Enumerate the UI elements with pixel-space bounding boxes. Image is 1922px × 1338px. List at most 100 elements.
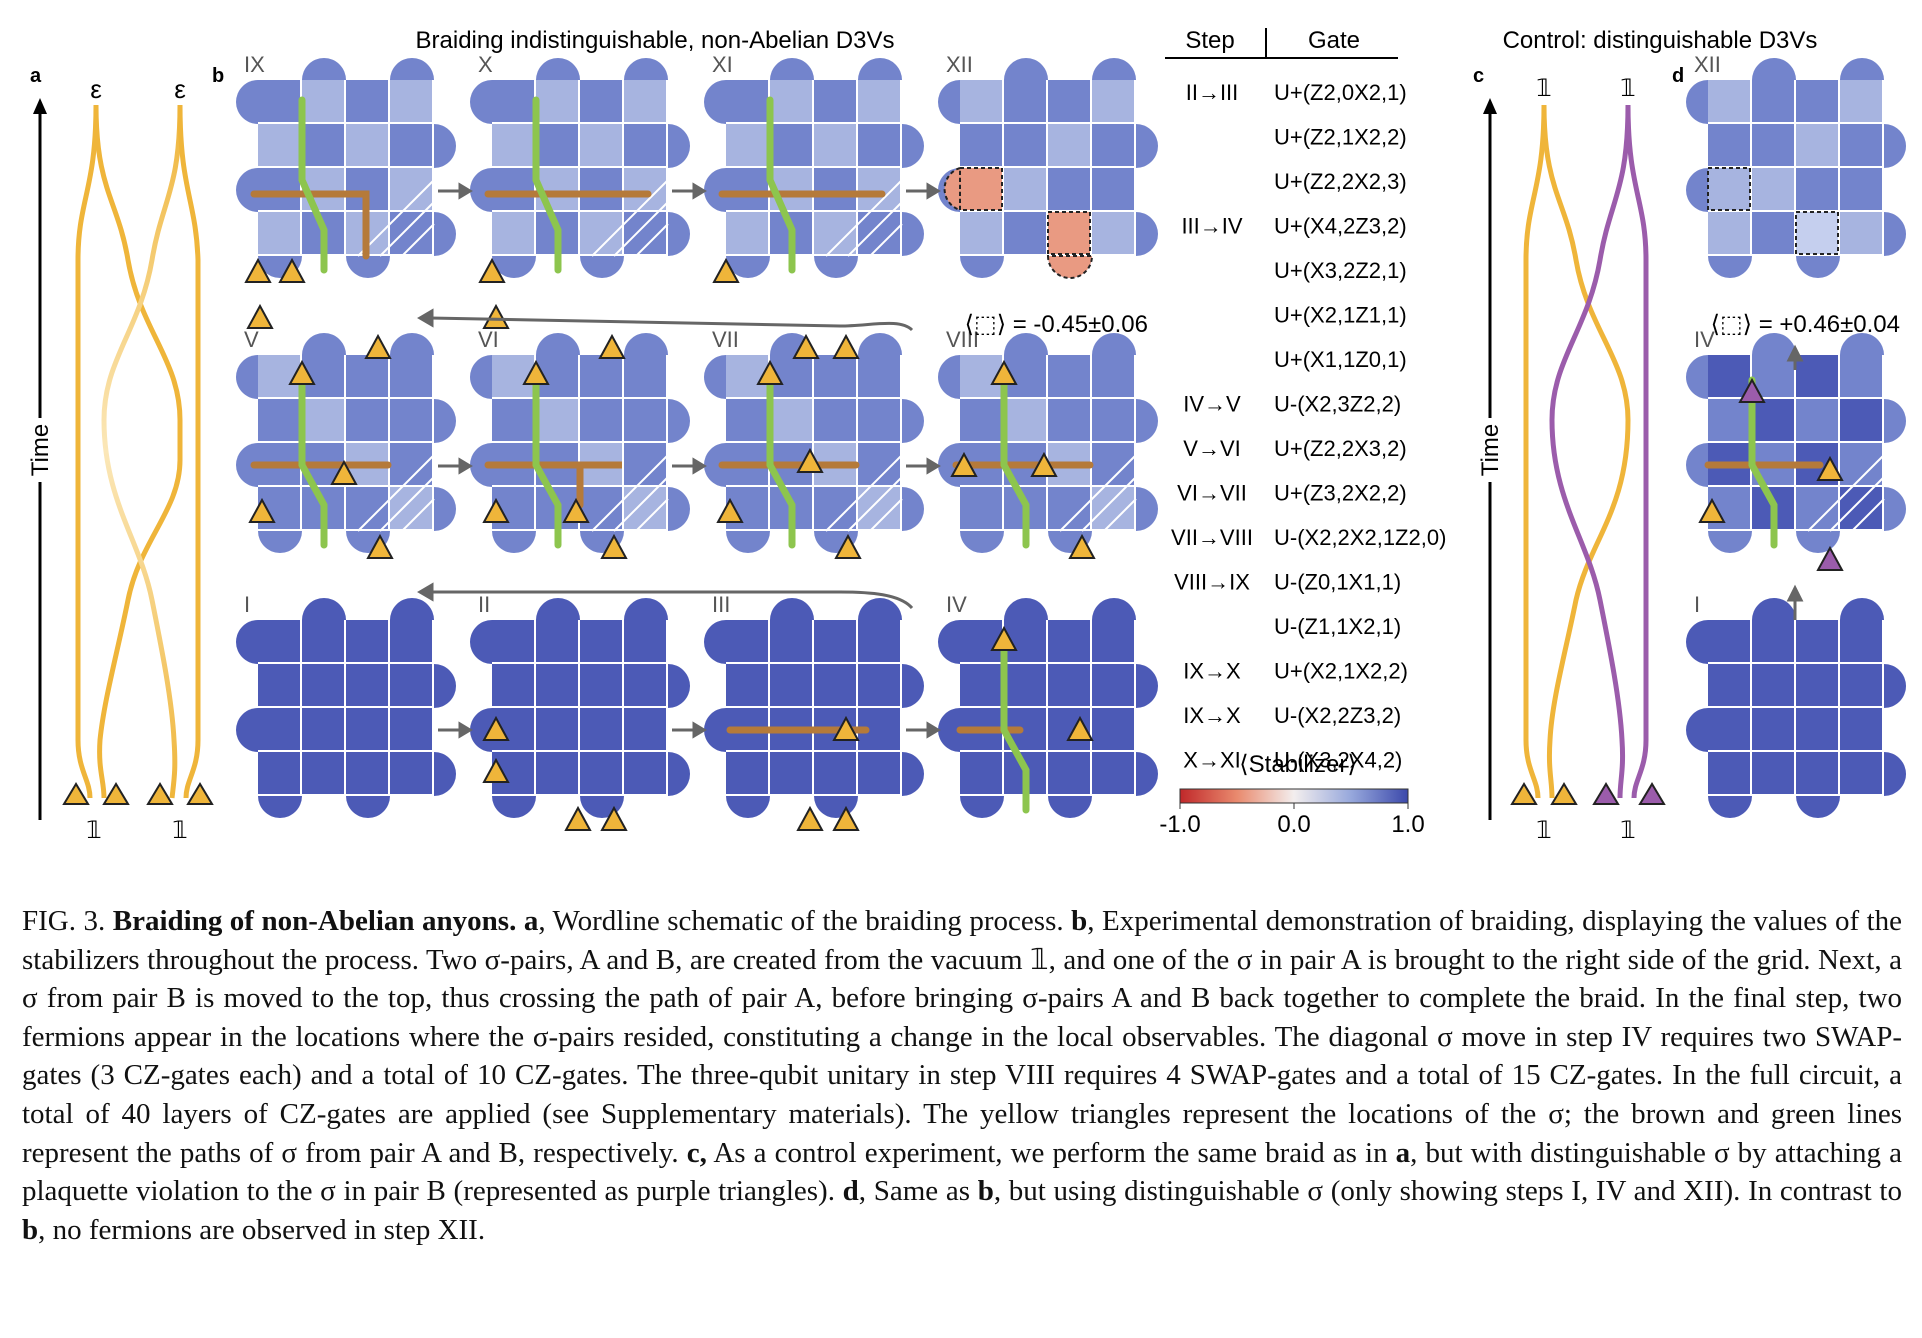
sigma-triangle (562, 497, 590, 523)
caption-label-a: a (523, 905, 539, 937)
step-label: VIII (946, 327, 979, 352)
sigma-triangle (248, 497, 276, 523)
sigma-triangle (1698, 497, 1726, 523)
caption-label-b: b (1071, 905, 1088, 937)
sigma-triangle (244, 257, 272, 283)
panel-letter-b: b (212, 65, 224, 87)
table-gate-cell: U+(X1,1Z0,1) (1274, 347, 1407, 372)
sigma-triangle (330, 459, 358, 485)
step-label: II (478, 592, 490, 617)
sigma-triangle (1816, 545, 1844, 571)
wordline-bottom-left: 𝟙 (86, 817, 101, 844)
time-label-a: Time (27, 424, 54, 476)
sigma-triangle (186, 782, 214, 805)
sigma-triangle (834, 533, 862, 559)
step-label: V (244, 327, 259, 352)
table-gate-cell: U-(Z0,1X1,1) (1274, 570, 1401, 595)
sigma-triangle (478, 257, 506, 283)
sigma-triangle (246, 303, 274, 329)
table-step-cell: VIII→IX (1174, 570, 1250, 595)
caption-text-d1: , Same as (858, 1175, 978, 1208)
grid-step-X: X (470, 52, 690, 278)
sigma-triangle (990, 625, 1018, 651)
panel-letter-a: a (30, 65, 42, 87)
step-label: VII (712, 327, 739, 352)
table-gate-cell: U+(Z2,2X3,2) (1274, 436, 1407, 461)
caption-text-d3: , no fermions are observed in step XII. (38, 1213, 486, 1246)
sigma-triangle-purple (1638, 782, 1666, 805)
caption-label-c: c, (686, 1136, 707, 1169)
sigma-triangle (366, 533, 394, 559)
panel-letter-c: c (1473, 65, 1484, 87)
caption-label-d: d (842, 1175, 859, 1208)
table-step-cell: VI→VII (1177, 481, 1247, 506)
sigma-triangle (288, 359, 316, 385)
step-label: IV (1694, 327, 1715, 352)
table-gate-cell: U+(Z2,2X2,3) (1274, 169, 1407, 194)
step-label: XI (712, 52, 733, 77)
table-step-cell: III→IV (1181, 214, 1242, 239)
table-step-cell: X→XI (1183, 748, 1240, 773)
figure-3: a b c d Braiding indistinguishable, non-… (25, 27, 1906, 844)
sigma-triangle (102, 782, 130, 805)
sigma-triangle (600, 805, 628, 831)
time-label-c: Time (1477, 424, 1504, 476)
grid-step-VIII: VIII (938, 327, 1158, 553)
sigma-triangle (792, 333, 820, 359)
sigma-triangle (146, 782, 174, 805)
table-header-gate: Gate (1308, 27, 1360, 54)
table-header-step: Step (1185, 27, 1234, 54)
caption-ref-a: a (1395, 1136, 1411, 1169)
sigma-triangle (278, 257, 306, 283)
table-gate-cell: U+(X2,1X2,2) (1274, 659, 1408, 684)
wordline-c-bottom-right: 𝟙 (1620, 817, 1635, 844)
sigma-triangle (1066, 715, 1094, 741)
colorbar: ⟨Stabilizer⟩ -1.0 0.0 1.0 (1159, 751, 1424, 838)
sigma-triangle (1738, 377, 1766, 403)
caption-ref-b: b (977, 1175, 994, 1208)
table-gate-cell: U-(Z1,1X2,1) (1274, 614, 1401, 639)
sigma-triangle-purple (1592, 782, 1620, 805)
grid-step-XII: XII (938, 52, 1158, 279)
table-step-cell: IX→X (1183, 659, 1241, 684)
table-gate-cell: U+(X2,1Z1,1) (1274, 303, 1407, 328)
sigma-triangle (716, 497, 744, 523)
table-gate-cell: U-(X2,2Z3,2) (1274, 703, 1401, 728)
caption-text-b: , Experimental demonstration of braiding… (22, 905, 1903, 1169)
caption-text-a: , Wordline schematic of the braiding pro… (538, 905, 1072, 937)
table-step-cell: IX→X (1183, 703, 1241, 728)
table-gate-cell: U-(X2,3Z2,2) (1274, 392, 1401, 417)
table-gate-cell: U+(Z2,1X2,2) (1274, 125, 1407, 150)
sigma-triangle (950, 451, 978, 477)
sigma-triangle (482, 715, 510, 741)
step-label: XII (946, 52, 973, 77)
sigma-triangle (598, 333, 626, 359)
sigma-triangle (482, 303, 510, 329)
step-label: IX (244, 52, 265, 77)
table-gate-cell: U+(Z2,0X2,1) (1274, 80, 1407, 105)
colorbar-min: -1.0 (1159, 811, 1200, 838)
sigma-triangle (990, 359, 1018, 385)
step-label: III (712, 592, 730, 617)
step-label: IV (946, 592, 967, 617)
table-gate-cell: U+(Z3,2X2,2) (1274, 481, 1407, 506)
step-label: I (1694, 592, 1700, 617)
wordline-top-right: ε (174, 74, 186, 104)
sigma-triangle (1510, 782, 1538, 805)
step-label: X (478, 52, 493, 77)
caption-text-d2: , but using distinguishable σ (only show… (993, 1175, 1902, 1208)
table-gate-cell: U-(X3,2X4,2) (1274, 748, 1402, 773)
grid-step-IV: IV (938, 592, 1158, 818)
step-label: XII (1694, 52, 1721, 77)
table-gate-cell: U+(X3,2Z2,1) (1274, 258, 1407, 283)
table-step-cell: IV→V (1183, 392, 1241, 417)
sigma-triangle (756, 359, 784, 385)
table-gate-cell: U+(X4,2Z3,2) (1274, 214, 1407, 239)
caption-fig-number: FIG. 3. (22, 905, 106, 937)
title-b: Braiding indistinguishable, non-Abelian … (416, 27, 895, 54)
sigma-triangle (522, 359, 550, 385)
wordline-bottom-right: 𝟙 (172, 817, 187, 844)
step-arrows (417, 182, 1804, 739)
table-step-cell: V→VI (1183, 436, 1240, 461)
